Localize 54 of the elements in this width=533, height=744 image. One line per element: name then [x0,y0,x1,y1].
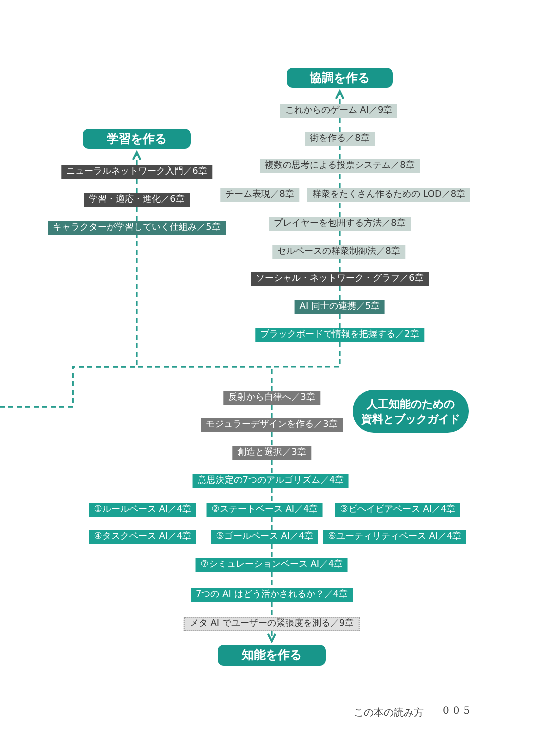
chapter-box: メタ AI でユーザーの緊張度を測る／9章 [184,617,360,631]
chapter-box: プレイヤーを包囲する方法／8章 [269,217,411,231]
connector-line [136,179,138,193]
chapter-box: 街を作る／8章 [305,132,375,146]
heading-box: 知能を作る [218,645,326,666]
chapter-box: 創造と選択／3章 [232,446,312,460]
connector-line [339,173,341,188]
chapter-box: ニューラルネットワーク入門／6章 [62,165,212,179]
chapter-box: AI 同士の連携／5章 [294,300,386,314]
heading-box: 学習を作る [83,129,191,149]
connector-line [271,488,273,503]
chapter-box: モジュラーデザインを作る／3章 [201,418,343,432]
connector-line [0,366,273,408]
connector-line [271,460,273,474]
chapter-box: ⑦シミュレーションベース AI／4章 [196,558,348,572]
connector-line [271,517,273,530]
connector-line [339,314,341,328]
connector-line [271,572,273,588]
chapter-box: 群衆をたくさん作るための LOD／8章 [307,188,471,202]
connector-line [136,207,138,221]
chapter-box: キャラクターが学習していく仕組み／5章 [48,221,226,235]
chapter-box: これからのゲーム AI／9章 [280,104,398,118]
connector-line [339,231,341,245]
connector-line [339,286,341,300]
connector-line [339,118,341,132]
connector-line [271,432,273,446]
connector-line [271,405,273,418]
arrow [132,152,142,165]
connector-line [271,602,273,617]
chapter-box: 複数の思考による投票システム／8章 [260,159,420,173]
heading-box: 協調を作る [287,68,393,88]
connector-line [339,146,341,159]
arrow [335,90,345,104]
page-number: 005 [443,706,474,717]
chapter-box: セルベースの群衆制御法／8章 [272,245,406,259]
chapter-box: ④タスクベース AI／4章 [89,530,197,544]
chapter-box: ①ルールベース AI／4章 [89,503,197,517]
running-footer: この本の読み方 [354,706,424,720]
chapter-box: 学習・適応・進化／6章 [84,193,190,207]
connector-line [339,259,341,272]
chapter-box: 7つの AI はどう活かされるか？／4章 [191,588,353,602]
chapter-box: ⑥ユーティリティベース AI／4章 [323,530,467,544]
connector-line [339,202,341,217]
chapter-box: ②ステートベース AI／4章 [206,503,324,517]
chapter-box: ブラックボードで情報を把握する／2章 [256,328,424,342]
guide-pill: 人工知能のための資料とブックガイド [353,390,469,433]
chapter-box: ソーシャル・ネットワーク・グラフ／6章 [251,272,429,286]
chapter-box: ③ビヘイビアベース AI／4章 [335,503,461,517]
chapter-box: ⑤ゴールベース AI／4章 [211,530,319,544]
chapter-box: 反射から自律へ／3章 [224,391,320,405]
chapter-box: チーム表現／8章 [220,188,300,202]
connector-line [271,544,273,558]
chapter-box: 意思決定の7つのアルゴリズム／4章 [192,474,350,488]
arrow [267,631,277,642]
